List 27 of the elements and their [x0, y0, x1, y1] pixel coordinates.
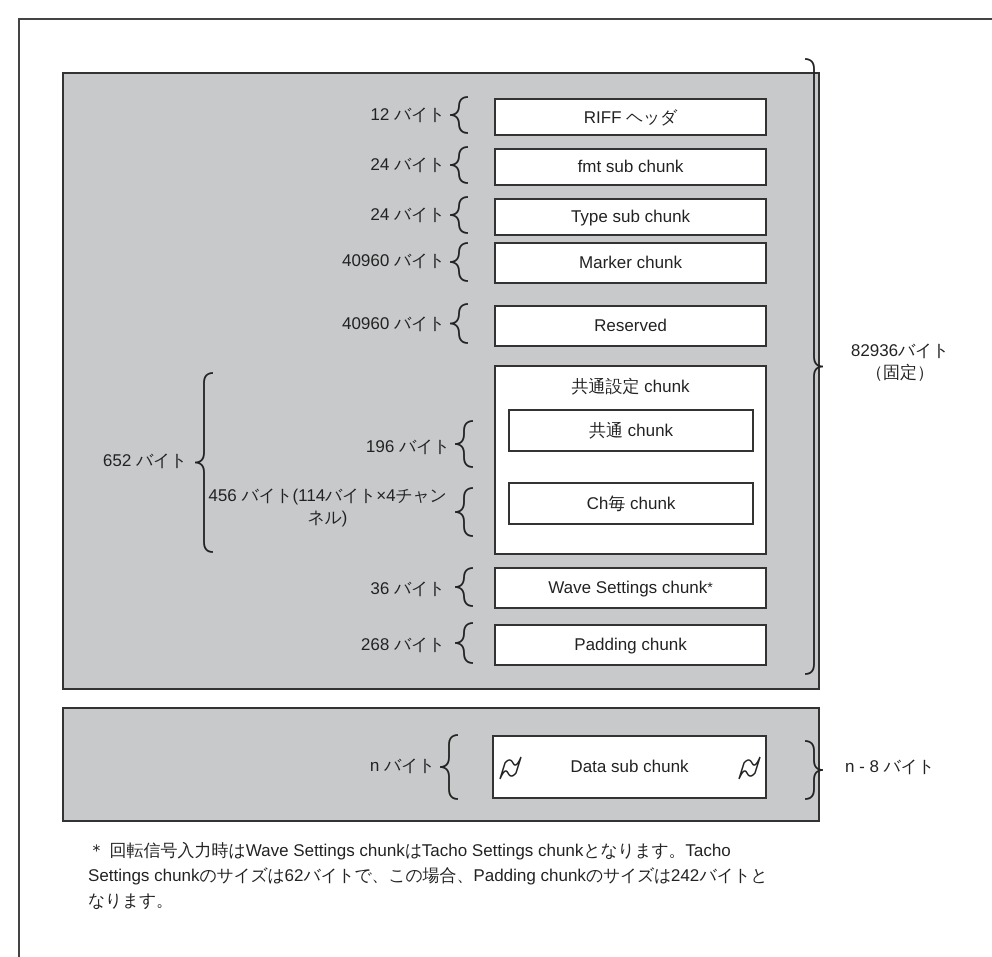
- size-label: 24 バイト: [369, 154, 445, 176]
- size-label: 82936バイト（固定）: [850, 340, 950, 384]
- size-label: 40960 バイト: [341, 250, 445, 272]
- chunk-box: Data sub chunk: [492, 735, 767, 799]
- chunk-box: Reserved: [494, 305, 767, 347]
- size-label: 12 バイト: [369, 104, 445, 126]
- chunk-box: Type sub chunk: [494, 198, 767, 236]
- size-label: 268 バイト: [360, 634, 445, 656]
- group-heading: 共通設定 chunk: [571, 377, 690, 396]
- chunk-box: 共通 chunk: [508, 409, 754, 452]
- chunk-box: Marker chunk: [494, 242, 767, 284]
- size-label: 24 バイト: [369, 204, 445, 226]
- size-label: 36 バイト: [369, 578, 445, 600]
- chunk-box: fmt sub chunk: [494, 148, 767, 186]
- chunk-box: RIFF ヘッダ: [494, 98, 767, 136]
- size-label: 652 バイト: [102, 450, 187, 472]
- chunk-box: Padding chunk: [494, 624, 767, 666]
- size-label: 456 バイト(114バイト×4チャンネル): [207, 485, 448, 529]
- section-panel: [62, 707, 820, 822]
- size-label: n バイト: [368, 755, 435, 777]
- size-label: 40960 バイト: [341, 313, 445, 335]
- chunk-group-box: [494, 365, 767, 555]
- size-label: 196 バイト: [364, 436, 450, 458]
- chunk-box: Ch毎 chunk: [508, 482, 754, 525]
- footnote: ＊ 回転信号入力時はWave Settings chunkはTacho Settings chunkとなります。Tacho Settings chunkのサイズは62バイトで、この場合、Padding chunkのサイズは242バイトとなります。: [88, 840, 768, 912]
- section-panel: [62, 72, 820, 690]
- size-label: n - 8 バイト: [845, 756, 936, 778]
